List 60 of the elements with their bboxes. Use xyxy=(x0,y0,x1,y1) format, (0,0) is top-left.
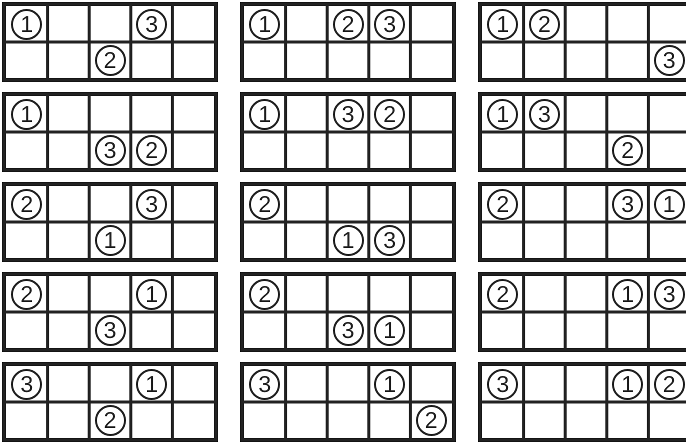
circled-number: 3 xyxy=(612,188,644,220)
grid xyxy=(478,92,686,172)
grid xyxy=(2,2,218,82)
circled-number: 2 xyxy=(249,278,280,310)
circled-number: 1 xyxy=(332,224,364,256)
circled-number: 1 xyxy=(612,368,644,400)
circled-number: 3 xyxy=(374,8,406,40)
circled-number: 3 xyxy=(94,134,126,166)
circled-number: 3 xyxy=(136,8,168,40)
grid xyxy=(240,92,456,172)
grid xyxy=(2,92,218,172)
circled-number: 3 xyxy=(654,44,685,76)
circled-number: 3 xyxy=(11,368,42,400)
circled-number: 2 xyxy=(11,188,42,220)
circled-number: 2 xyxy=(374,98,406,130)
grid xyxy=(240,362,456,442)
grid xyxy=(240,2,456,82)
circled-number: 2 xyxy=(136,134,168,166)
circled-number: 3 xyxy=(332,98,364,130)
circled-number: 1 xyxy=(487,98,518,130)
grid xyxy=(2,272,218,352)
grid xyxy=(478,2,686,82)
circled-number: 2 xyxy=(332,8,364,40)
circled-number: 2 xyxy=(11,278,42,310)
circled-number: 2 xyxy=(249,188,280,220)
circled-number: 1 xyxy=(136,278,168,310)
circled-number: 2 xyxy=(528,8,560,40)
grid xyxy=(240,182,456,262)
circled-number: 1 xyxy=(11,8,42,40)
grid xyxy=(240,272,456,352)
circled-number: 1 xyxy=(249,8,280,40)
circled-number: 3 xyxy=(94,314,126,346)
circled-number: 2 xyxy=(416,404,447,436)
circled-number: 1 xyxy=(94,224,126,256)
grid xyxy=(478,182,686,262)
circled-number: 2 xyxy=(654,368,685,400)
circled-number: 3 xyxy=(654,278,685,310)
grid xyxy=(478,362,686,442)
circled-number: 2 xyxy=(487,278,518,310)
circled-number: 1 xyxy=(654,188,685,220)
circled-number: 2 xyxy=(94,404,126,436)
grid xyxy=(2,182,218,262)
circled-number: 3 xyxy=(528,98,560,130)
circled-number: 1 xyxy=(136,368,168,400)
circled-number: 3 xyxy=(136,188,168,220)
circled-number: 3 xyxy=(374,224,406,256)
circled-number: 3 xyxy=(249,368,280,400)
circled-number: 3 xyxy=(332,314,364,346)
circled-number: 2 xyxy=(612,134,644,166)
circled-number: 1 xyxy=(487,8,518,40)
circled-number: 1 xyxy=(612,278,644,310)
circled-number: 1 xyxy=(249,98,280,130)
grid xyxy=(2,362,218,442)
circled-number: 2 xyxy=(487,188,518,220)
circled-number: 1 xyxy=(374,314,406,346)
circled-number: 2 xyxy=(94,44,126,76)
grid xyxy=(478,272,686,352)
circled-number: 3 xyxy=(487,368,518,400)
circled-number: 1 xyxy=(374,368,406,400)
circled-number: 1 xyxy=(11,98,42,130)
